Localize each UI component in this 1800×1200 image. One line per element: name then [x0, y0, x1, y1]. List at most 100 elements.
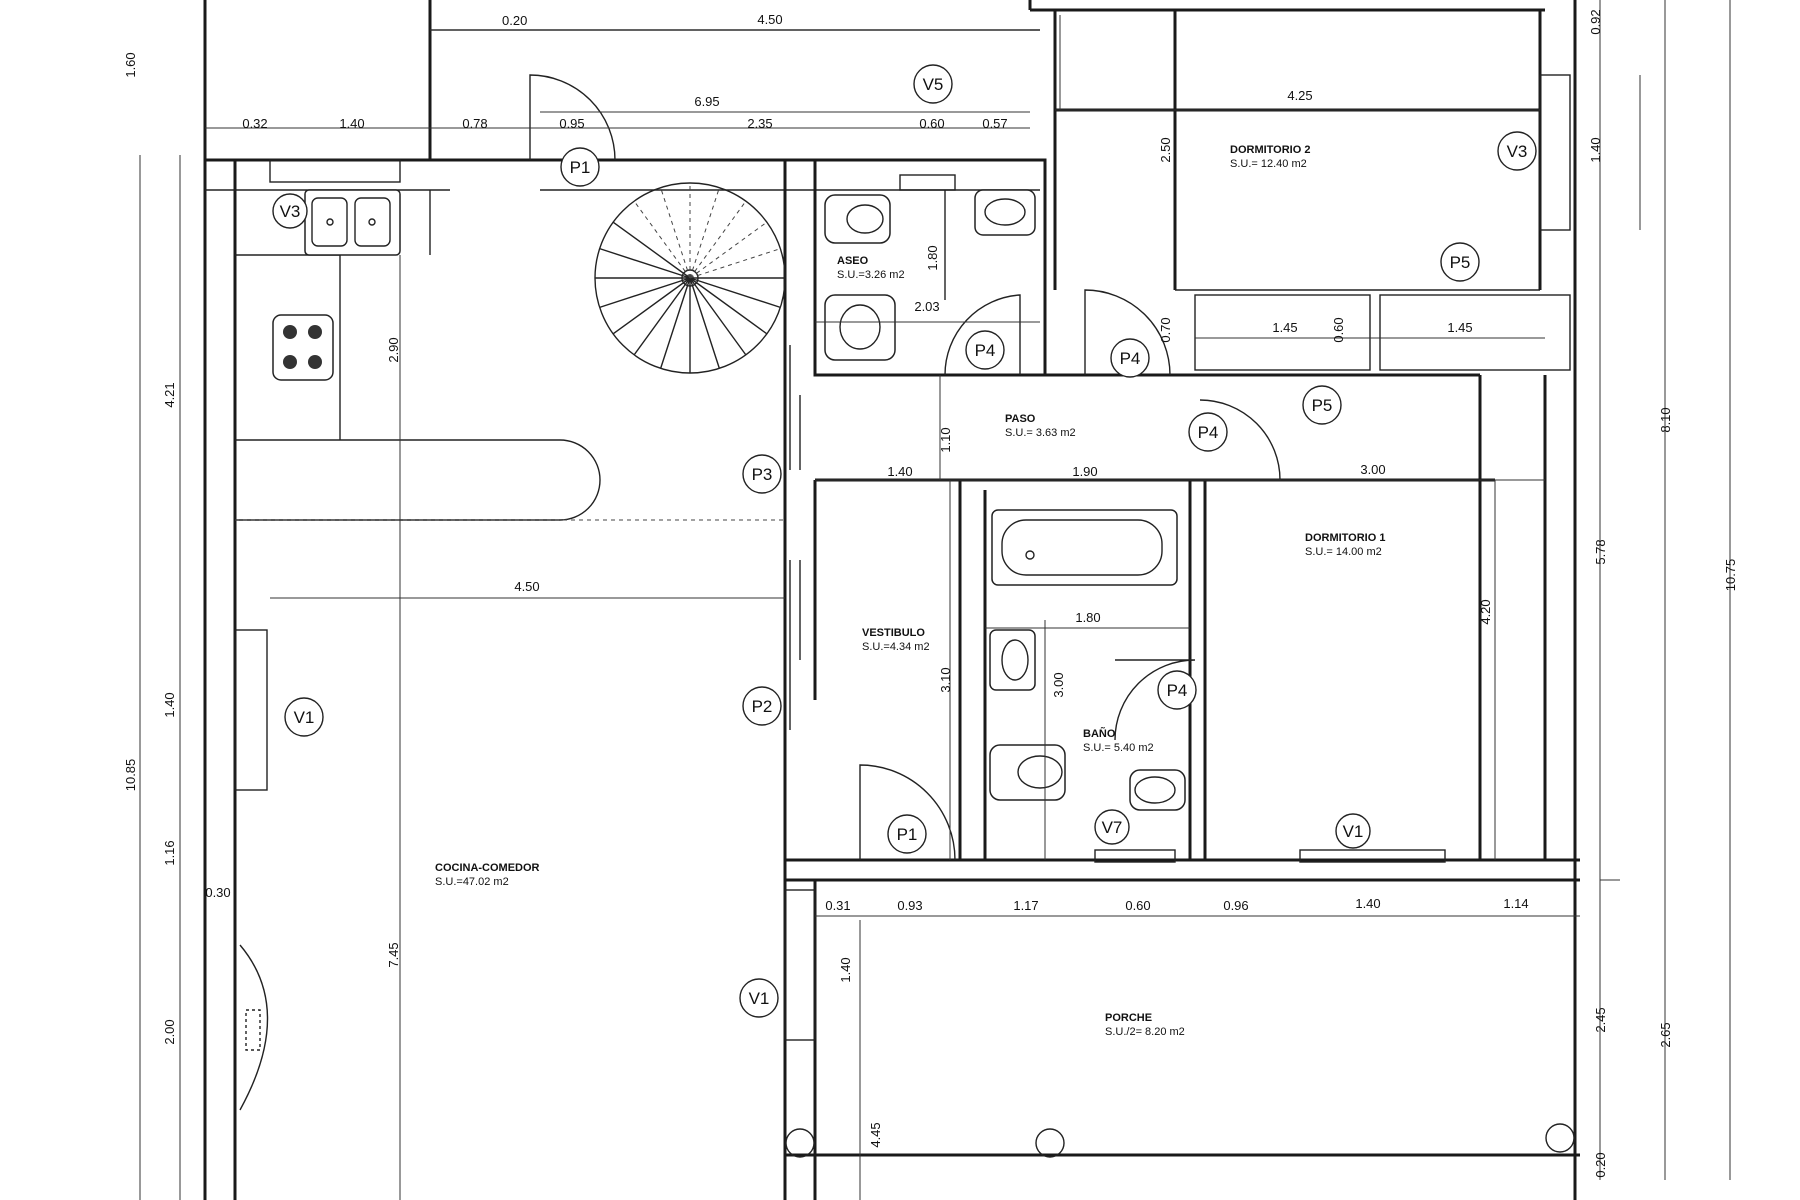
dimension-lines	[139, 0, 1731, 1200]
spiral-staircase	[594, 182, 786, 374]
window-v3-dorm2	[1539, 74, 1571, 231]
dim-label: 0.70	[1158, 317, 1173, 342]
stair-tread	[689, 277, 768, 335]
porch-column	[1035, 1128, 1065, 1158]
stair-tread	[689, 187, 720, 279]
stair-tread	[689, 277, 747, 356]
dim-label: 2.00	[162, 1019, 177, 1044]
dim-label: 1.40	[838, 957, 853, 982]
room-area-aseo: S.U.=3.26 m2	[837, 269, 905, 281]
room-area-dorm1: S.U.= 14.00 m2	[1305, 546, 1382, 558]
stair-tread	[689, 221, 768, 279]
room-area-bano: S.U.= 5.40 m2	[1083, 742, 1154, 754]
room-name-porche: PORCHE	[1105, 1012, 1152, 1024]
svg-text:P4: P4	[1167, 681, 1188, 700]
svg-text:V5: V5	[923, 75, 944, 94]
dim-label: 4.21	[162, 382, 177, 407]
room-area-vestibulo: S.U.=4.34 m2	[862, 641, 930, 653]
kitchen-sink	[304, 189, 401, 256]
stair-tread	[689, 277, 721, 369]
dim-label: 2.65	[1658, 1022, 1673, 1047]
aseo-toilet	[824, 194, 891, 244]
dim-label: 0.95	[559, 116, 584, 131]
tag-p4-aseo: P4	[965, 330, 1005, 370]
dim-label: 2.03	[914, 299, 939, 314]
fixtures	[272, 182, 1575, 1158]
room-name-dorm2: DORMITORIO 2	[1230, 144, 1310, 156]
dim-label: 2.45	[1593, 1007, 1608, 1032]
door-p4-bano	[1114, 659, 1196, 741]
room-labels: COCINA-COMEDOR S.U.=47.02 m2 ASEO S.U.=3…	[435, 144, 1385, 1038]
svg-text:V3: V3	[280, 202, 301, 221]
aseo-washbasin	[974, 189, 1036, 236]
svg-text:V1: V1	[294, 708, 315, 727]
svg-text:V1: V1	[1343, 822, 1364, 841]
room-name-dorm1: DORMITORIO 1	[1305, 532, 1385, 544]
tag-p3: P3	[742, 454, 782, 494]
svg-text:P1: P1	[897, 825, 918, 844]
dim-label: 2.50	[1158, 137, 1173, 162]
stair-tread	[689, 248, 781, 279]
dim-label: 0.31	[825, 898, 850, 913]
svg-text:P4: P4	[1198, 423, 1219, 442]
dim-label: 1.60	[123, 52, 138, 77]
door-p4-dorm1	[1199, 399, 1281, 481]
dim-label: 0.60	[1331, 317, 1346, 342]
svg-text:V1: V1	[749, 989, 770, 1008]
dim-label: 1.17	[1013, 898, 1038, 913]
dim-label: 1.10	[938, 427, 953, 452]
bathtub	[991, 509, 1178, 586]
tag-v7: V7	[1094, 809, 1130, 845]
tag-p2: P2	[742, 686, 782, 726]
svg-text:P5: P5	[1450, 253, 1471, 272]
window-v1-left	[234, 629, 268, 791]
svg-text:P3: P3	[752, 465, 773, 484]
window-v1-porch	[784, 889, 816, 1041]
stair-tread	[660, 187, 691, 279]
dim-label: 2.35	[747, 116, 772, 131]
cooktop	[272, 314, 334, 381]
stair-tread	[659, 277, 691, 369]
window-v1-dorm1	[1299, 849, 1446, 863]
dim-label: 10.75	[1723, 559, 1738, 592]
dim-label: 0.57	[982, 116, 1007, 131]
tag-v3-dorm2: V3	[1497, 131, 1537, 171]
dim-label: 4.45	[868, 1122, 883, 1147]
dim-label: 1.40	[1588, 137, 1603, 162]
dim-label: 1.90	[1072, 464, 1097, 479]
dim-label: 0.32	[242, 116, 267, 131]
svg-text:V3: V3	[1507, 142, 1528, 161]
door-p4-aseo	[944, 294, 1021, 376]
dim-label: 3.00	[1360, 462, 1385, 477]
room-name-cocina: COCINA-COMEDOR	[435, 862, 540, 874]
dim-label: 1.14	[1503, 896, 1528, 911]
aseo-bidet	[824, 294, 896, 361]
dim-label: 0.78	[462, 116, 487, 131]
bano-bidet	[1129, 769, 1186, 811]
dimension-labels: 0.20 4.50 6.95 0.32 1.40 0.78 0.95 2.35 …	[123, 9, 1738, 1177]
dim-label: 7.45	[386, 942, 401, 967]
window-v5	[899, 174, 956, 191]
dim-label: 1.40	[339, 116, 364, 131]
porch-column	[1545, 1123, 1575, 1153]
dim-label: 8.10	[1658, 407, 1673, 432]
stair-tread	[689, 277, 781, 309]
dim-label: 0.60	[919, 116, 944, 131]
svg-text:P1: P1	[570, 158, 591, 177]
dim-label: 4.50	[757, 12, 782, 27]
dim-label: 3.00	[1051, 672, 1066, 697]
dim-label: 4.50	[514, 579, 539, 594]
dim-label: 1.40	[162, 692, 177, 717]
dim-label: 10.85	[123, 759, 138, 792]
tag-v5: V5	[913, 64, 953, 104]
tag-v1-porch: V1	[739, 978, 779, 1018]
room-name-bano: BAÑO	[1083, 727, 1116, 740]
room-area-cocina: S.U.=47.02 m2	[435, 876, 509, 888]
tag-p4-bano: P4	[1157, 670, 1197, 710]
svg-text:P4: P4	[975, 341, 996, 360]
dim-label: 5.78	[1593, 539, 1608, 564]
dim-label: 2.90	[386, 337, 401, 362]
room-area-porche: S.U./2= 8.20 m2	[1105, 1026, 1185, 1038]
stair-tread	[612, 221, 691, 279]
